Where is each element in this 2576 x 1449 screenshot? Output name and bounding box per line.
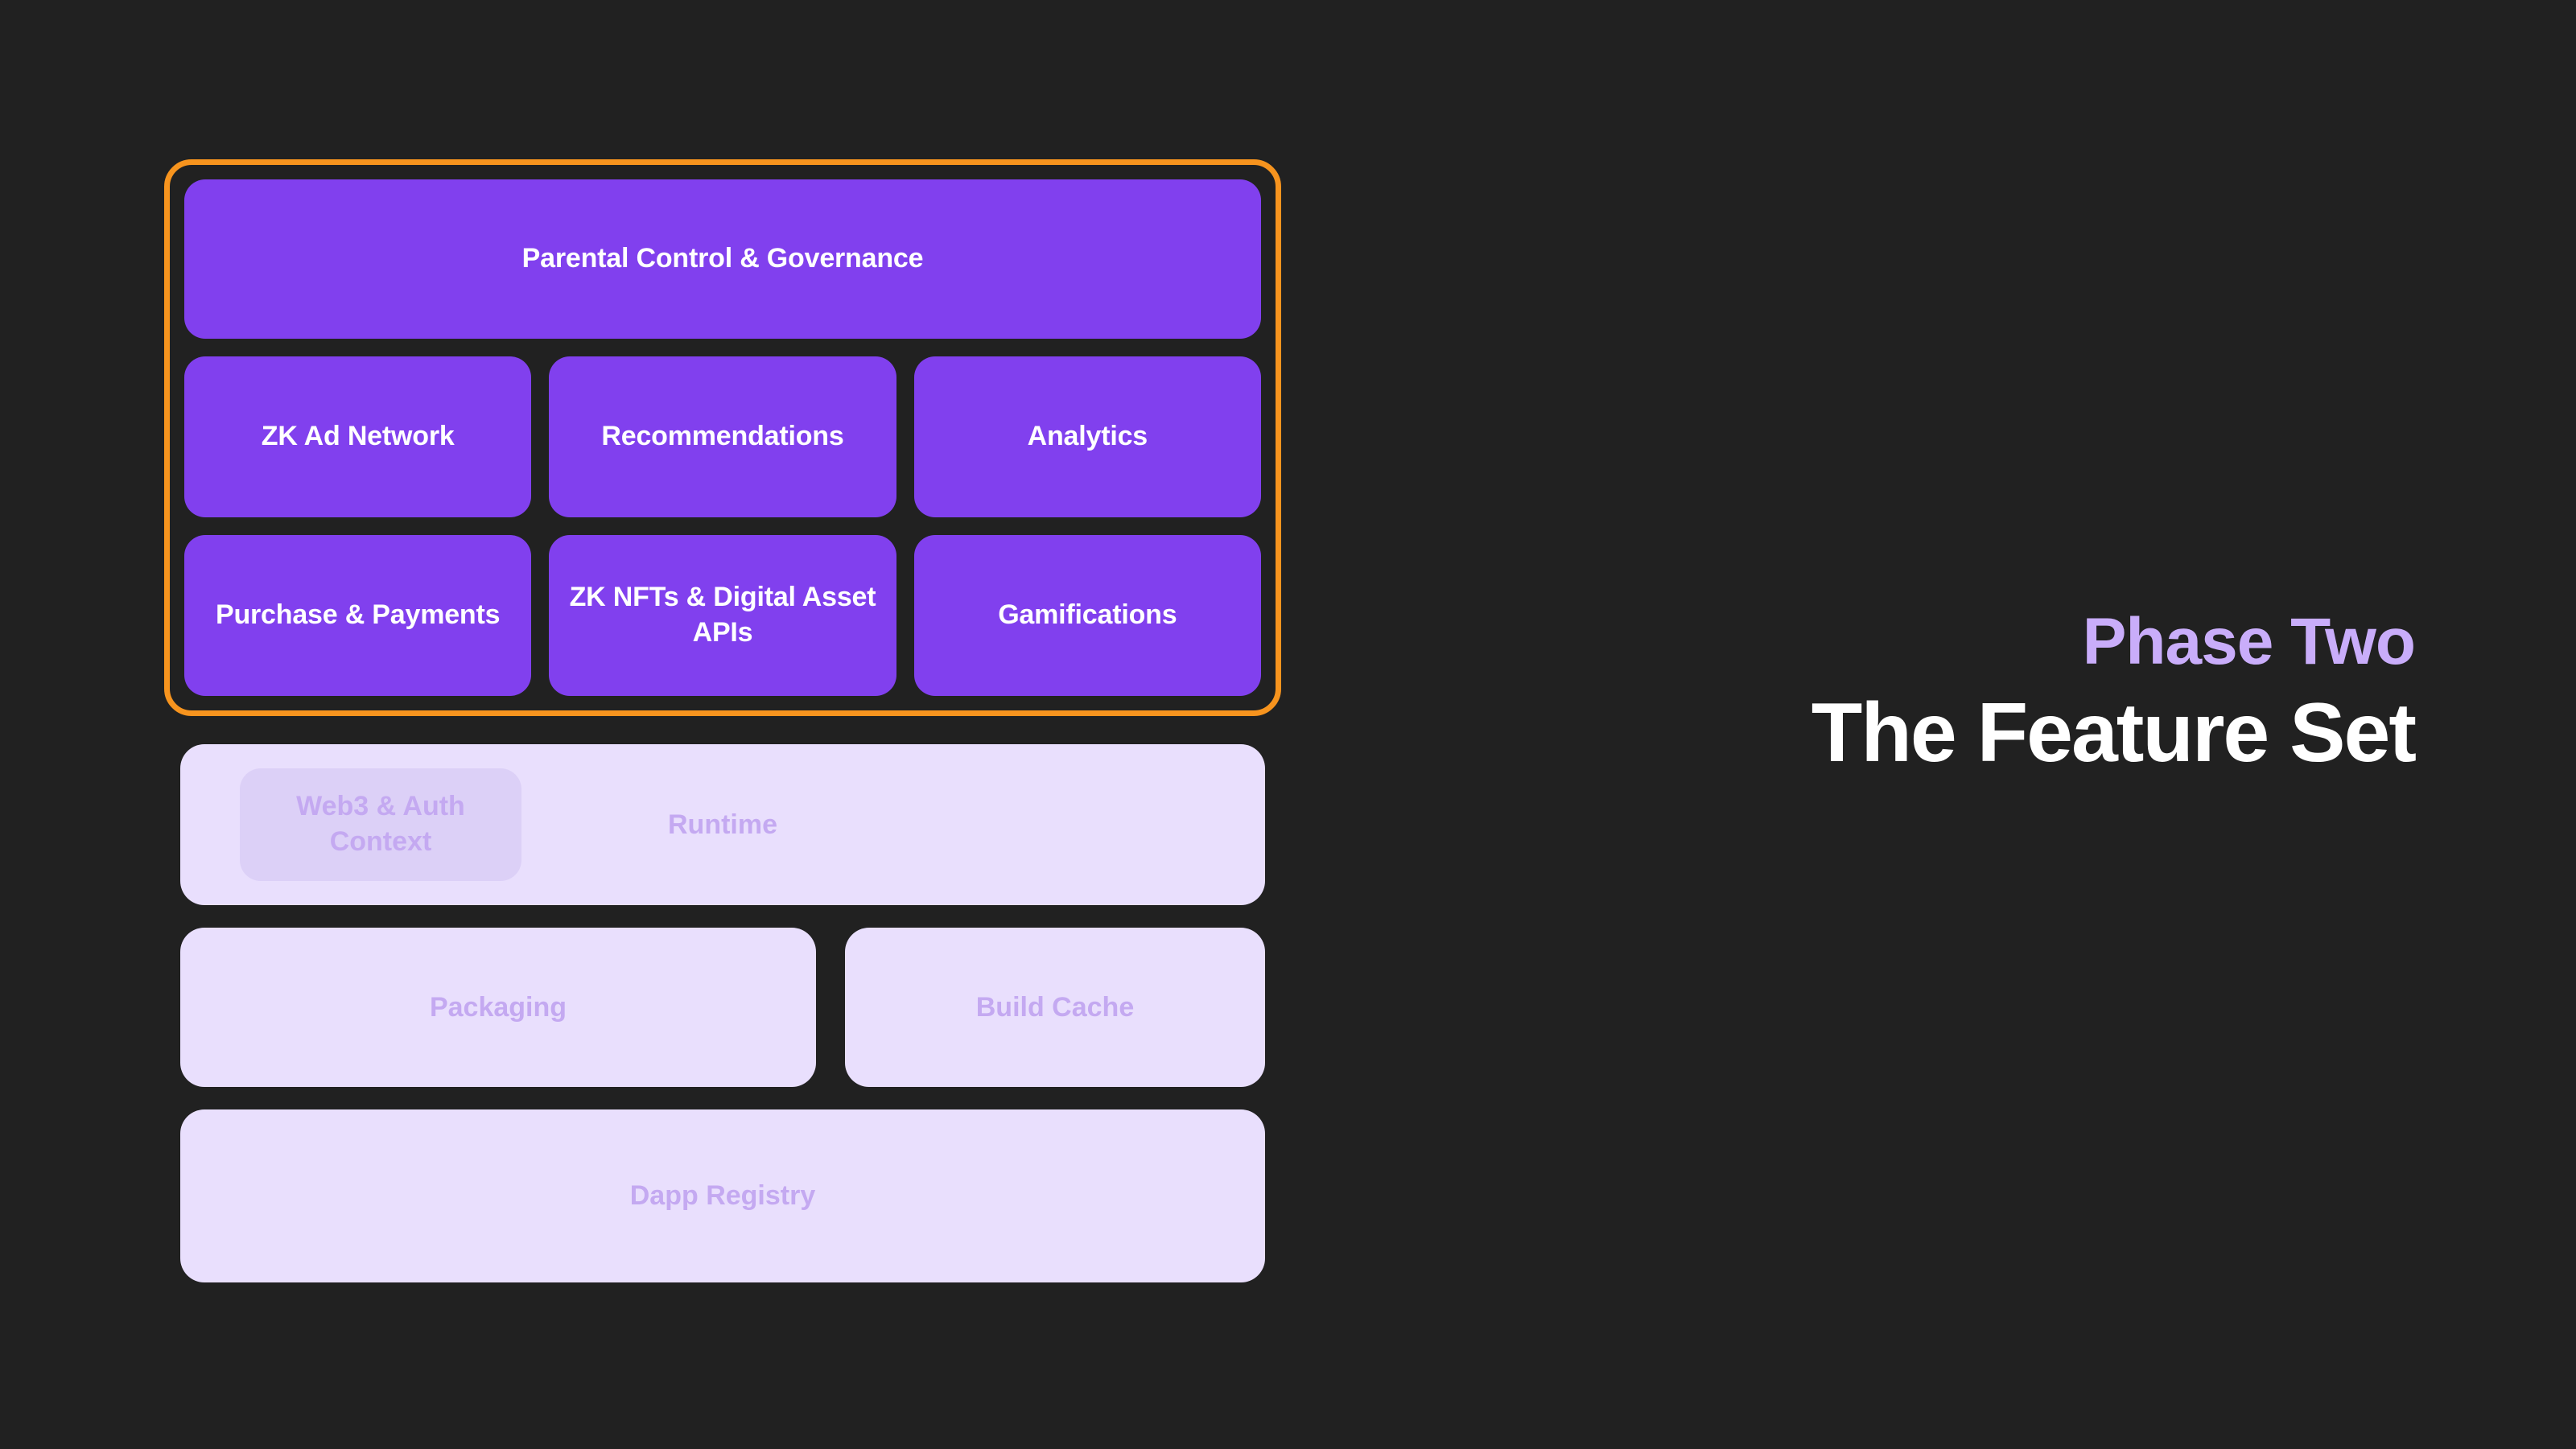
feature-card-gamifications[interactable]: Gamifications [913, 535, 1261, 696]
layer-dapp-registry[interactable]: Dapp Registry [180, 1109, 1265, 1282]
foundation-row-packaging: Packaging Build Cache [180, 928, 1265, 1087]
layer-web3-auth-context[interactable]: Web3 & Auth Context [240, 768, 521, 881]
layer-runtime[interactable]: Runtime Web3 & Auth Context [180, 744, 1265, 905]
feature-card-analytics[interactable]: Analytics [913, 356, 1261, 517]
feature-row-3: Purchase & Payments ZK NFTs & Digital As… [184, 535, 1261, 696]
feature-card-purchase-payments[interactable]: Purchase & Payments [184, 535, 532, 696]
layer-runtime-label: Runtime [668, 809, 777, 840]
feature-row-1: Parental Control & Governance [184, 179, 1261, 339]
architecture-stack: Parental Control & Governance ZK Ad Netw… [164, 159, 1281, 716]
phase-two-highlight-group: Parental Control & Governance ZK Ad Netw… [164, 159, 1281, 716]
feature-row-2: ZK Ad Network Recommendations Analytics [184, 356, 1261, 517]
feature-card-recommendations[interactable]: Recommendations [549, 356, 896, 517]
foundation-row-registry: Dapp Registry [180, 1109, 1265, 1282]
foundation-row-runtime: Runtime Web3 & Auth Context [180, 744, 1265, 905]
headline-title: The Feature Set [1811, 686, 2417, 780]
headline-eyebrow: Phase Two [2082, 605, 2416, 678]
feature-card-parental-control[interactable]: Parental Control & Governance [184, 179, 1261, 339]
feature-card-zk-nfts-digital-asset-apis[interactable]: ZK NFTs & Digital Asset APIs [549, 535, 896, 696]
headline-block: Phase Two The Feature Set [1449, 605, 2417, 780]
feature-card-zk-ad-network[interactable]: ZK Ad Network [184, 356, 532, 517]
layer-build-cache[interactable]: Build Cache [845, 928, 1265, 1087]
layer-packaging[interactable]: Packaging [180, 928, 816, 1087]
foundation-layer-stack: Runtime Web3 & Auth Context Packaging Bu… [180, 744, 1265, 1282]
